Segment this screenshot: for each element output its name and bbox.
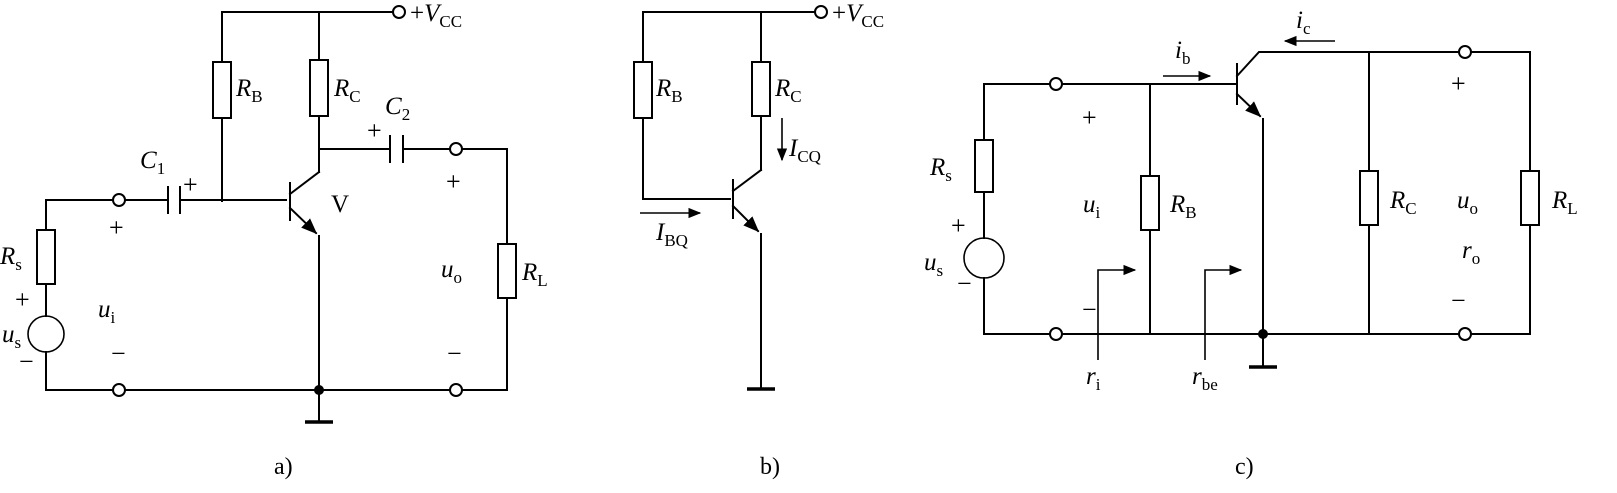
b-ibq-label: IBQ [655, 219, 688, 250]
panel-b-dc-path [633, 5, 828, 391]
a-c2-capacitor [389, 135, 404, 163]
c-source-branch [983, 83, 1051, 335]
c-us-label: us [924, 249, 943, 280]
a-c2-plus: + [367, 116, 382, 145]
a-us-plus: + [15, 285, 30, 314]
c-ib-label: ib [1175, 37, 1190, 68]
a-vcc-label: +VCC [410, 0, 462, 31]
a-ui-label: ui [98, 296, 116, 327]
b-rb-resistor [633, 61, 653, 119]
a-transistor-label: V [331, 191, 349, 218]
c-input-terminal-top [1049, 77, 1063, 91]
c-output-terminal-bottom [1458, 327, 1472, 341]
c-us-plus: + [951, 211, 966, 240]
a-transistor-emitter [288, 206, 318, 235]
c-caption: c) [1235, 454, 1254, 480]
c-rbe-label: rbe [1192, 363, 1218, 394]
c-rb-resistor [1140, 175, 1160, 231]
c-rbe-arrow [1204, 264, 1243, 360]
a-source-return [45, 351, 114, 391]
c-uo-minus: − [1451, 286, 1466, 315]
a-rl-resistor [497, 243, 517, 299]
a-uo-label: uo [441, 256, 462, 287]
c-rl-label: RL [1551, 187, 1578, 218]
a-rl-label: RL [521, 259, 548, 290]
c-uo-plus: + [1451, 69, 1466, 98]
b-vcc-terminal [814, 5, 828, 19]
a-c1-plus: + [183, 170, 198, 199]
c-ri-arrow [1097, 264, 1137, 360]
b-rb-wire [642, 11, 731, 200]
a-uo-minus: − [447, 339, 462, 368]
a-rs-label: Rs [0, 243, 22, 274]
b-transistor-collector [731, 168, 763, 193]
a-rb-label: RB [235, 75, 263, 106]
c-output-terminal-top [1458, 45, 1472, 59]
a-ui-plus: + [109, 213, 124, 242]
c-rl-wire [1470, 51, 1531, 335]
b-rc-label: RC [774, 75, 802, 106]
b-transistor-emitter [731, 204, 760, 233]
c-uo-label: uo [1457, 187, 1478, 218]
c-us-source [963, 237, 1005, 279]
a-us-minus: − [19, 347, 34, 376]
a-c1-capacitor [167, 186, 181, 214]
b-rb-label: RB [655, 75, 683, 106]
c-ui-minus: − [1082, 295, 1097, 324]
c-ri-label: ri [1086, 363, 1101, 394]
c-rs-resistor [974, 139, 994, 193]
a-rb-resistor [212, 61, 232, 119]
a-input-terminal-top [112, 193, 126, 207]
c-us-minus: − [957, 269, 972, 298]
a-caption: a) [274, 454, 293, 480]
c-transistor-emitter [1235, 92, 1262, 118]
c-ic-label: ic [1296, 7, 1311, 38]
c-rl-resistor [1520, 170, 1540, 226]
a-us-label: us [2, 321, 21, 352]
a-c2-label: C2 [385, 93, 410, 124]
a-rc-resistor [309, 59, 329, 117]
panel-a-common-emitter-amplifier [27, 5, 517, 424]
a-output-terminal-bottom [449, 383, 463, 397]
c-input-terminal-bottom [1049, 327, 1063, 341]
c-rc-resistor [1359, 170, 1379, 226]
c-ui-label: ui [1083, 191, 1101, 222]
a-c1-label: C1 [140, 147, 165, 178]
a-transistor-collector [288, 170, 321, 196]
a-input-terminal-bottom [112, 383, 126, 397]
c-rc-label: RC [1389, 187, 1417, 218]
c-rb-label: RB [1169, 191, 1197, 222]
panel-c-small-signal-model [963, 35, 1540, 369]
a-rc-label: RC [333, 75, 361, 106]
a-rs-resistor [36, 229, 56, 285]
a-vcc-terminal [392, 5, 406, 19]
b-rc-resistor [751, 61, 771, 117]
b-icq-label: ICQ [788, 135, 821, 166]
a-uo-plus: + [446, 167, 461, 196]
b-vcc-label: +VCC [832, 0, 884, 31]
c-ro-label: ro [1462, 237, 1480, 268]
c-rs-label: Rs [929, 154, 952, 185]
c-collector-wire [1235, 51, 1460, 78]
a-output-terminal-top [449, 142, 463, 156]
a-rl-wire [461, 148, 508, 391]
c-ui-plus: + [1082, 103, 1097, 132]
b-caption: b) [760, 454, 780, 480]
a-ui-minus: − [111, 339, 126, 368]
